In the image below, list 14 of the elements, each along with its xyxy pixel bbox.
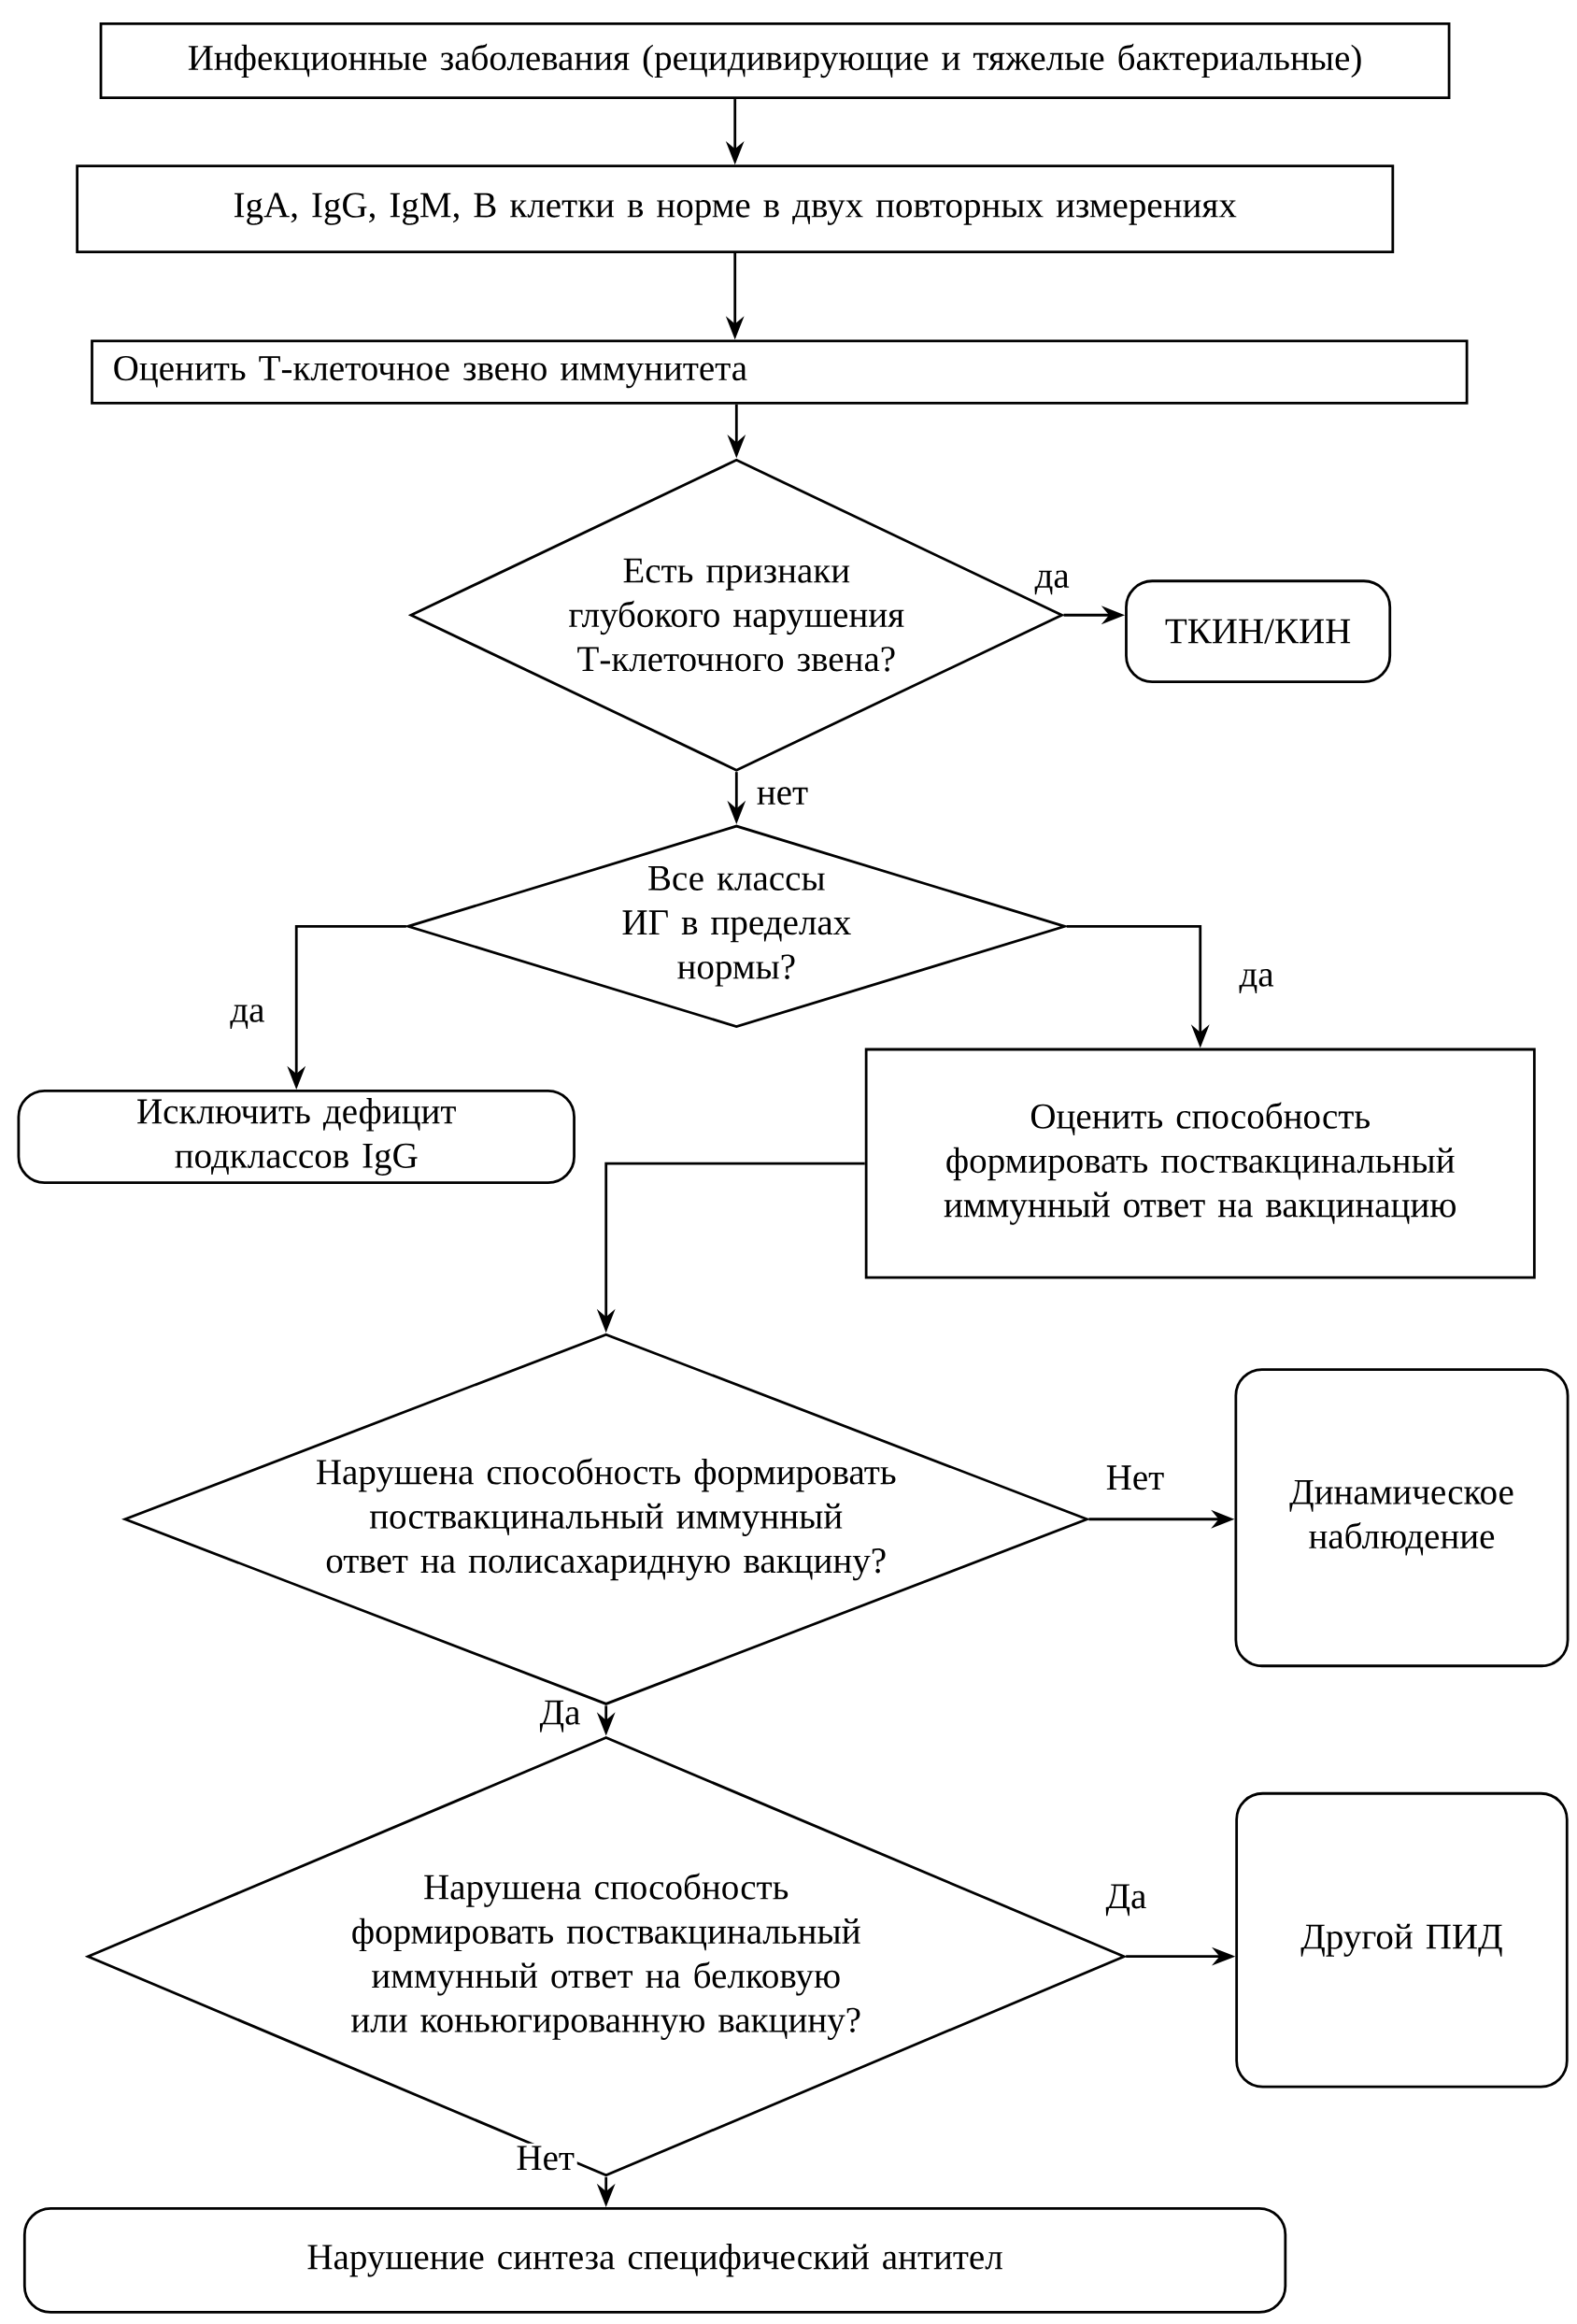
process-box: IgA, IgG, IgM, В клетки в норме в двух повторных измерениях [76,164,1395,254]
process-box: Оценить способность формировать поствакцинальный иммунный ответ на вакцинацию [864,1048,1536,1279]
terminal-box: Другой ПИД [1235,1791,1569,2089]
terminal-box: Нарушение синтеза специфический антител [23,2206,1287,2314]
terminal-box: Динамическое наблюдение [1234,1368,1570,1668]
terminal-box: ТКИН/КИН [1125,579,1392,683]
edge-label: нет [754,784,812,807]
process-box: Оценить Т-клеточное звено иммунитета [91,339,1469,405]
edge-label: Нет [1103,1462,1168,1493]
terminal-box: Исключить дефицит подклассов IgG [17,1090,576,1185]
edge-label: да [1236,966,1277,996]
process-box: Инфекционные заболевания (рецидивирующие и тяжелые бактериальные) [99,22,1451,100]
edge-label: да [227,1002,268,1032]
edge-label: Нет [513,2143,577,2174]
